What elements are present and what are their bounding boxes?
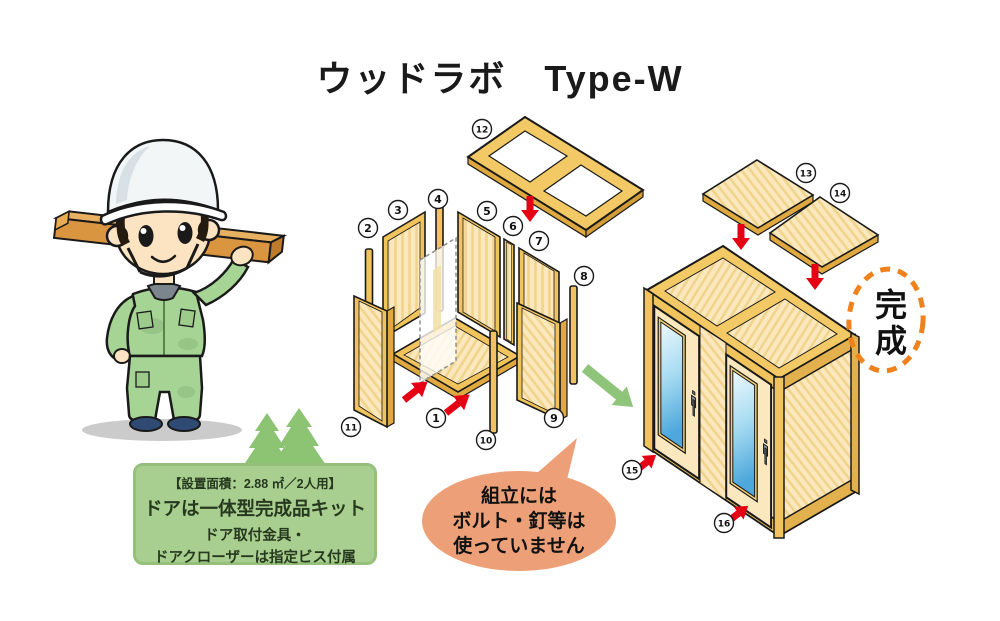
assembly-note-bubble bbox=[422, 438, 616, 571]
red-arrow-roof-1 bbox=[732, 224, 750, 250]
exploded-diagram: 1 2 3 4 5 6 7 8 9 10 11 12 bbox=[340, 115, 645, 451]
completed-booth: 13 14 15 16 bbox=[621, 159, 926, 539]
pine-trees bbox=[243, 408, 326, 473]
right-eye bbox=[177, 222, 193, 244]
worker-character bbox=[52, 138, 288, 441]
svg-text:1: 1 bbox=[432, 412, 440, 425]
part-number-8: 8 bbox=[573, 265, 595, 287]
completion-label: 完成 bbox=[871, 288, 907, 360]
booth-door-2 bbox=[726, 354, 771, 527]
wall-panel-part-11 bbox=[353, 294, 395, 429]
helmet-brim bbox=[99, 200, 228, 226]
svg-text:3: 3 bbox=[394, 204, 402, 217]
part-number-7: 7 bbox=[528, 230, 550, 252]
booth-corner-post-left bbox=[643, 286, 654, 454]
part-number-14: 14 bbox=[829, 182, 851, 204]
roof-panel-14 bbox=[768, 196, 880, 275]
top-frame-part bbox=[466, 115, 645, 239]
svg-text:10: 10 bbox=[480, 437, 493, 447]
part-number-2: 2 bbox=[357, 217, 379, 239]
booth-corner-post-right bbox=[850, 331, 860, 496]
svg-text:2: 2 bbox=[364, 222, 372, 235]
part-number-11: 11 bbox=[340, 416, 362, 438]
pine-tree-2 bbox=[272, 408, 326, 473]
wall-panel-part-3 bbox=[382, 210, 426, 340]
corner-post-part-10 bbox=[489, 330, 498, 434]
assembly-note-text: 組立には ボルト・釘等は 使っていません bbox=[421, 484, 617, 559]
part-number-5: 5 bbox=[476, 200, 498, 222]
part-number-3: 3 bbox=[387, 199, 409, 221]
left-shoe bbox=[129, 416, 163, 432]
completion-stamp-circle bbox=[846, 266, 926, 374]
svg-text:16: 16 bbox=[718, 520, 731, 530]
svg-text:4: 4 bbox=[434, 193, 442, 206]
part-number-13: 13 bbox=[795, 162, 817, 184]
right-hand bbox=[230, 245, 254, 267]
svg-text:15: 15 bbox=[626, 467, 639, 477]
part-number-15: 15 bbox=[621, 459, 643, 481]
red-arrow-floor-left bbox=[401, 381, 428, 403]
svg-text:9: 9 bbox=[550, 412, 558, 425]
worker-shadow bbox=[82, 419, 242, 441]
green-arrow bbox=[581, 364, 634, 408]
booth-wall-strip bbox=[699, 325, 727, 501]
booth-door-1 bbox=[654, 306, 699, 479]
red-arrow-floor-right bbox=[443, 394, 470, 416]
wall-panel-part-9 bbox=[516, 301, 568, 422]
left-hand bbox=[113, 348, 131, 364]
spec-area-line: 【設置面積：2.88 ㎡／2人用】 bbox=[168, 477, 342, 491]
part-number-16: 16 bbox=[713, 512, 735, 534]
door-window-2 bbox=[733, 371, 755, 497]
part-number-6: 6 bbox=[502, 215, 524, 237]
ghost-panel bbox=[419, 236, 457, 385]
part-number-12: 12 bbox=[471, 118, 493, 140]
roof-panel-13 bbox=[701, 159, 815, 236]
part-number-4: 4 bbox=[427, 188, 449, 210]
spec-screws-line: ドアクローザーは指定ビス付属 bbox=[154, 550, 356, 566]
svg-text:13: 13 bbox=[800, 170, 813, 180]
page-title: ウッドラボ Type-W bbox=[316, 58, 684, 99]
svg-text:14: 14 bbox=[834, 190, 847, 200]
worker-head bbox=[99, 138, 228, 285]
booth-corner-post-front bbox=[773, 376, 785, 539]
door-window-1 bbox=[661, 322, 683, 448]
part-number-1: 1 bbox=[425, 407, 447, 429]
spec-info-box: 【設置面積：2.88 ㎡／2人用】 ドアは一体型完成品キット ドア取付金具・ ド… bbox=[133, 463, 377, 566]
chin-strap bbox=[126, 243, 200, 278]
wall-panel-part-6 bbox=[503, 237, 515, 347]
assembly-note-line-1: 組立には bbox=[480, 486, 557, 507]
svg-text:12: 12 bbox=[476, 126, 489, 136]
right-shoe bbox=[167, 416, 201, 432]
door-knob-2 bbox=[764, 439, 766, 443]
svg-text:5: 5 bbox=[483, 205, 491, 218]
wall-panel-part-5 bbox=[457, 210, 501, 339]
red-arrow-down-frame bbox=[521, 196, 539, 222]
spec-door-kit-line: ドアは一体型完成品キット bbox=[143, 498, 366, 519]
roof-opening-2 bbox=[726, 298, 838, 369]
svg-text:6: 6 bbox=[509, 220, 517, 233]
worker-uniform bbox=[105, 282, 206, 432]
worker-right-arm bbox=[191, 245, 254, 307]
part-number-10: 10 bbox=[475, 429, 497, 451]
spec-hardware-line: ドア取付金具・ bbox=[204, 528, 306, 544]
door-knob-1 bbox=[693, 391, 695, 395]
left-eye bbox=[138, 225, 154, 247]
roof-opening-1 bbox=[664, 257, 776, 327]
part-number-9: 9 bbox=[543, 407, 565, 429]
svg-text:7: 7 bbox=[535, 235, 543, 248]
assembly-note-line-2: ボルト・釘等は bbox=[452, 511, 586, 532]
corner-post-part-8 bbox=[569, 285, 578, 385]
red-arrow-roof-2 bbox=[806, 264, 824, 290]
svg-text:11: 11 bbox=[345, 424, 358, 434]
assembly-note-line-3: 使っていません bbox=[453, 536, 585, 557]
smile bbox=[150, 254, 177, 263]
svg-text:8: 8 bbox=[580, 270, 588, 283]
